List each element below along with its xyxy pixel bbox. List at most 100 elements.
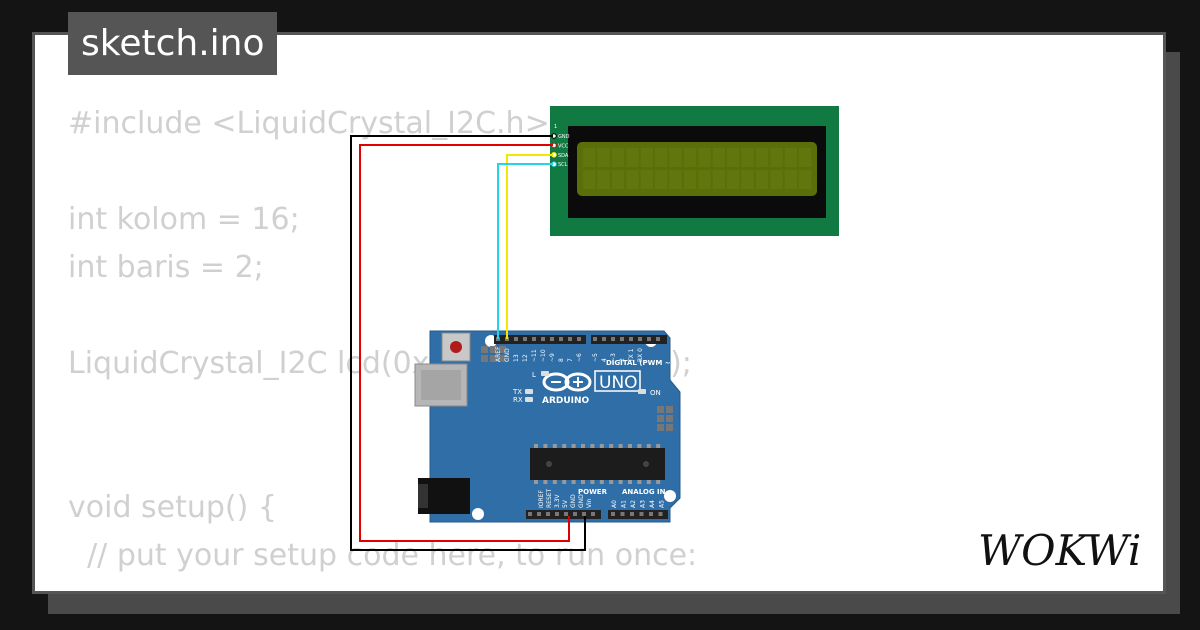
lcd-char-cell xyxy=(611,170,625,189)
header-pin[interactable] xyxy=(564,512,568,516)
icsp-pin xyxy=(490,355,497,362)
header-pin[interactable] xyxy=(528,512,532,516)
digital-pin-label: ~5 xyxy=(592,353,599,362)
mount-hole xyxy=(664,490,676,502)
header-pin[interactable] xyxy=(523,337,527,341)
header-pin[interactable] xyxy=(591,512,595,516)
digital-pin-label: TX 1 xyxy=(628,348,635,363)
lcd-char-cell xyxy=(655,170,668,189)
wire-sda[interactable] xyxy=(506,154,553,339)
analog-label: ANALOG IN xyxy=(622,488,666,496)
header-pin[interactable] xyxy=(639,512,644,516)
header-pin[interactable] xyxy=(559,337,563,341)
chip-pin xyxy=(552,444,557,448)
icsp-pin xyxy=(499,355,506,362)
lcd-char-cell xyxy=(799,148,812,167)
sketch-file-tab[interactable]: sketch.ino xyxy=(68,12,278,75)
led-on-label: ON xyxy=(650,389,661,397)
digital-pin-label: 8 xyxy=(558,358,565,362)
lcd-char-cell xyxy=(640,148,653,167)
header-pin[interactable] xyxy=(582,512,586,516)
header-pin[interactable] xyxy=(649,512,653,516)
header-pin[interactable] xyxy=(629,337,633,341)
header-pin[interactable] xyxy=(532,337,536,341)
icsp-pin xyxy=(481,346,488,353)
icsp-pin xyxy=(657,406,664,413)
icsp-pin xyxy=(657,415,664,422)
chip-dot xyxy=(546,461,552,467)
header-pin[interactable] xyxy=(656,337,660,341)
header-pin[interactable] xyxy=(568,337,572,341)
wires xyxy=(350,135,586,551)
uno-label: UNO xyxy=(599,373,638,393)
led-tx-label: TX xyxy=(512,388,522,396)
chip-pin xyxy=(609,444,614,448)
lcd-char-cell xyxy=(683,148,697,167)
digital-pin-label: ~10 xyxy=(540,349,547,362)
digital-pin-label: 7 xyxy=(567,358,574,362)
header-pin[interactable] xyxy=(602,337,606,341)
digital-pin-label: GND xyxy=(504,348,511,362)
lcd-char-cell xyxy=(727,170,740,189)
header-pin[interactable] xyxy=(611,512,615,516)
chip-dot xyxy=(643,461,649,467)
header-pin[interactable] xyxy=(555,512,559,516)
reset-button-cap xyxy=(450,341,462,353)
lcd-char-cell xyxy=(770,170,783,189)
lcd-char-cell xyxy=(784,170,797,189)
header-pin[interactable] xyxy=(658,512,663,516)
usb-inner xyxy=(421,370,461,400)
icsp-pin xyxy=(481,355,488,362)
header-pin[interactable] xyxy=(620,337,624,341)
digital-label: DIGITAL (PWM ~) xyxy=(606,359,674,367)
chip-pin xyxy=(590,480,595,484)
lcd-char-cell xyxy=(799,170,812,189)
lcd-char-cell xyxy=(770,148,783,167)
lcd-pin-number: 1 xyxy=(554,124,557,130)
lcd-char-cell xyxy=(741,148,754,167)
lcd-char-cell xyxy=(698,148,711,167)
power-label: POWER xyxy=(578,488,608,496)
header-pin[interactable] xyxy=(546,512,550,516)
power-pin-label: 3.3V xyxy=(554,493,561,508)
chip-pin xyxy=(599,444,604,448)
analog-pin-label: A1 xyxy=(621,500,628,508)
header-pin[interactable] xyxy=(593,337,597,341)
header-pin[interactable] xyxy=(620,512,625,516)
lcd-char-cell xyxy=(712,148,725,167)
header-pin[interactable] xyxy=(577,337,581,341)
wire-gnd[interactable] xyxy=(350,135,586,551)
digital-pin-label: ~6 xyxy=(576,353,583,362)
header-pin[interactable] xyxy=(630,512,634,516)
icsp-pin xyxy=(490,346,497,353)
lcd-char-cell xyxy=(755,148,769,167)
analog-pin-label: A5 xyxy=(659,500,666,508)
wire-vcc[interactable] xyxy=(359,144,570,542)
header-pin[interactable] xyxy=(514,337,518,341)
wokwi-logo[interactable]: WOKWi xyxy=(976,522,1151,572)
header-pin[interactable] xyxy=(611,337,615,341)
header-pin[interactable] xyxy=(541,337,545,341)
header-pin[interactable] xyxy=(573,512,577,516)
chip-pin xyxy=(562,480,567,484)
chip-pin xyxy=(581,444,585,448)
header-pin[interactable] xyxy=(638,337,642,341)
digital-pin-label: 4 xyxy=(601,358,608,362)
led-on xyxy=(638,389,646,394)
icsp-pin xyxy=(666,424,673,431)
lcd-char-cell xyxy=(597,148,610,167)
power-jack-edge xyxy=(418,484,428,508)
lcd-char-cell xyxy=(683,170,697,189)
wire-scl[interactable] xyxy=(497,163,553,339)
chip-pin xyxy=(543,480,548,484)
header-pin[interactable] xyxy=(550,337,554,341)
digital-pin-label: RX 0 xyxy=(637,348,644,362)
header-pin[interactable] xyxy=(537,512,541,516)
wokwi-logo-text: WOKWi xyxy=(978,526,1141,572)
chip-pin xyxy=(646,480,651,484)
header-pin[interactable] xyxy=(647,337,651,341)
digital-pin-label: 2 xyxy=(619,358,626,362)
lcd-pin-label: VCC xyxy=(558,143,569,149)
